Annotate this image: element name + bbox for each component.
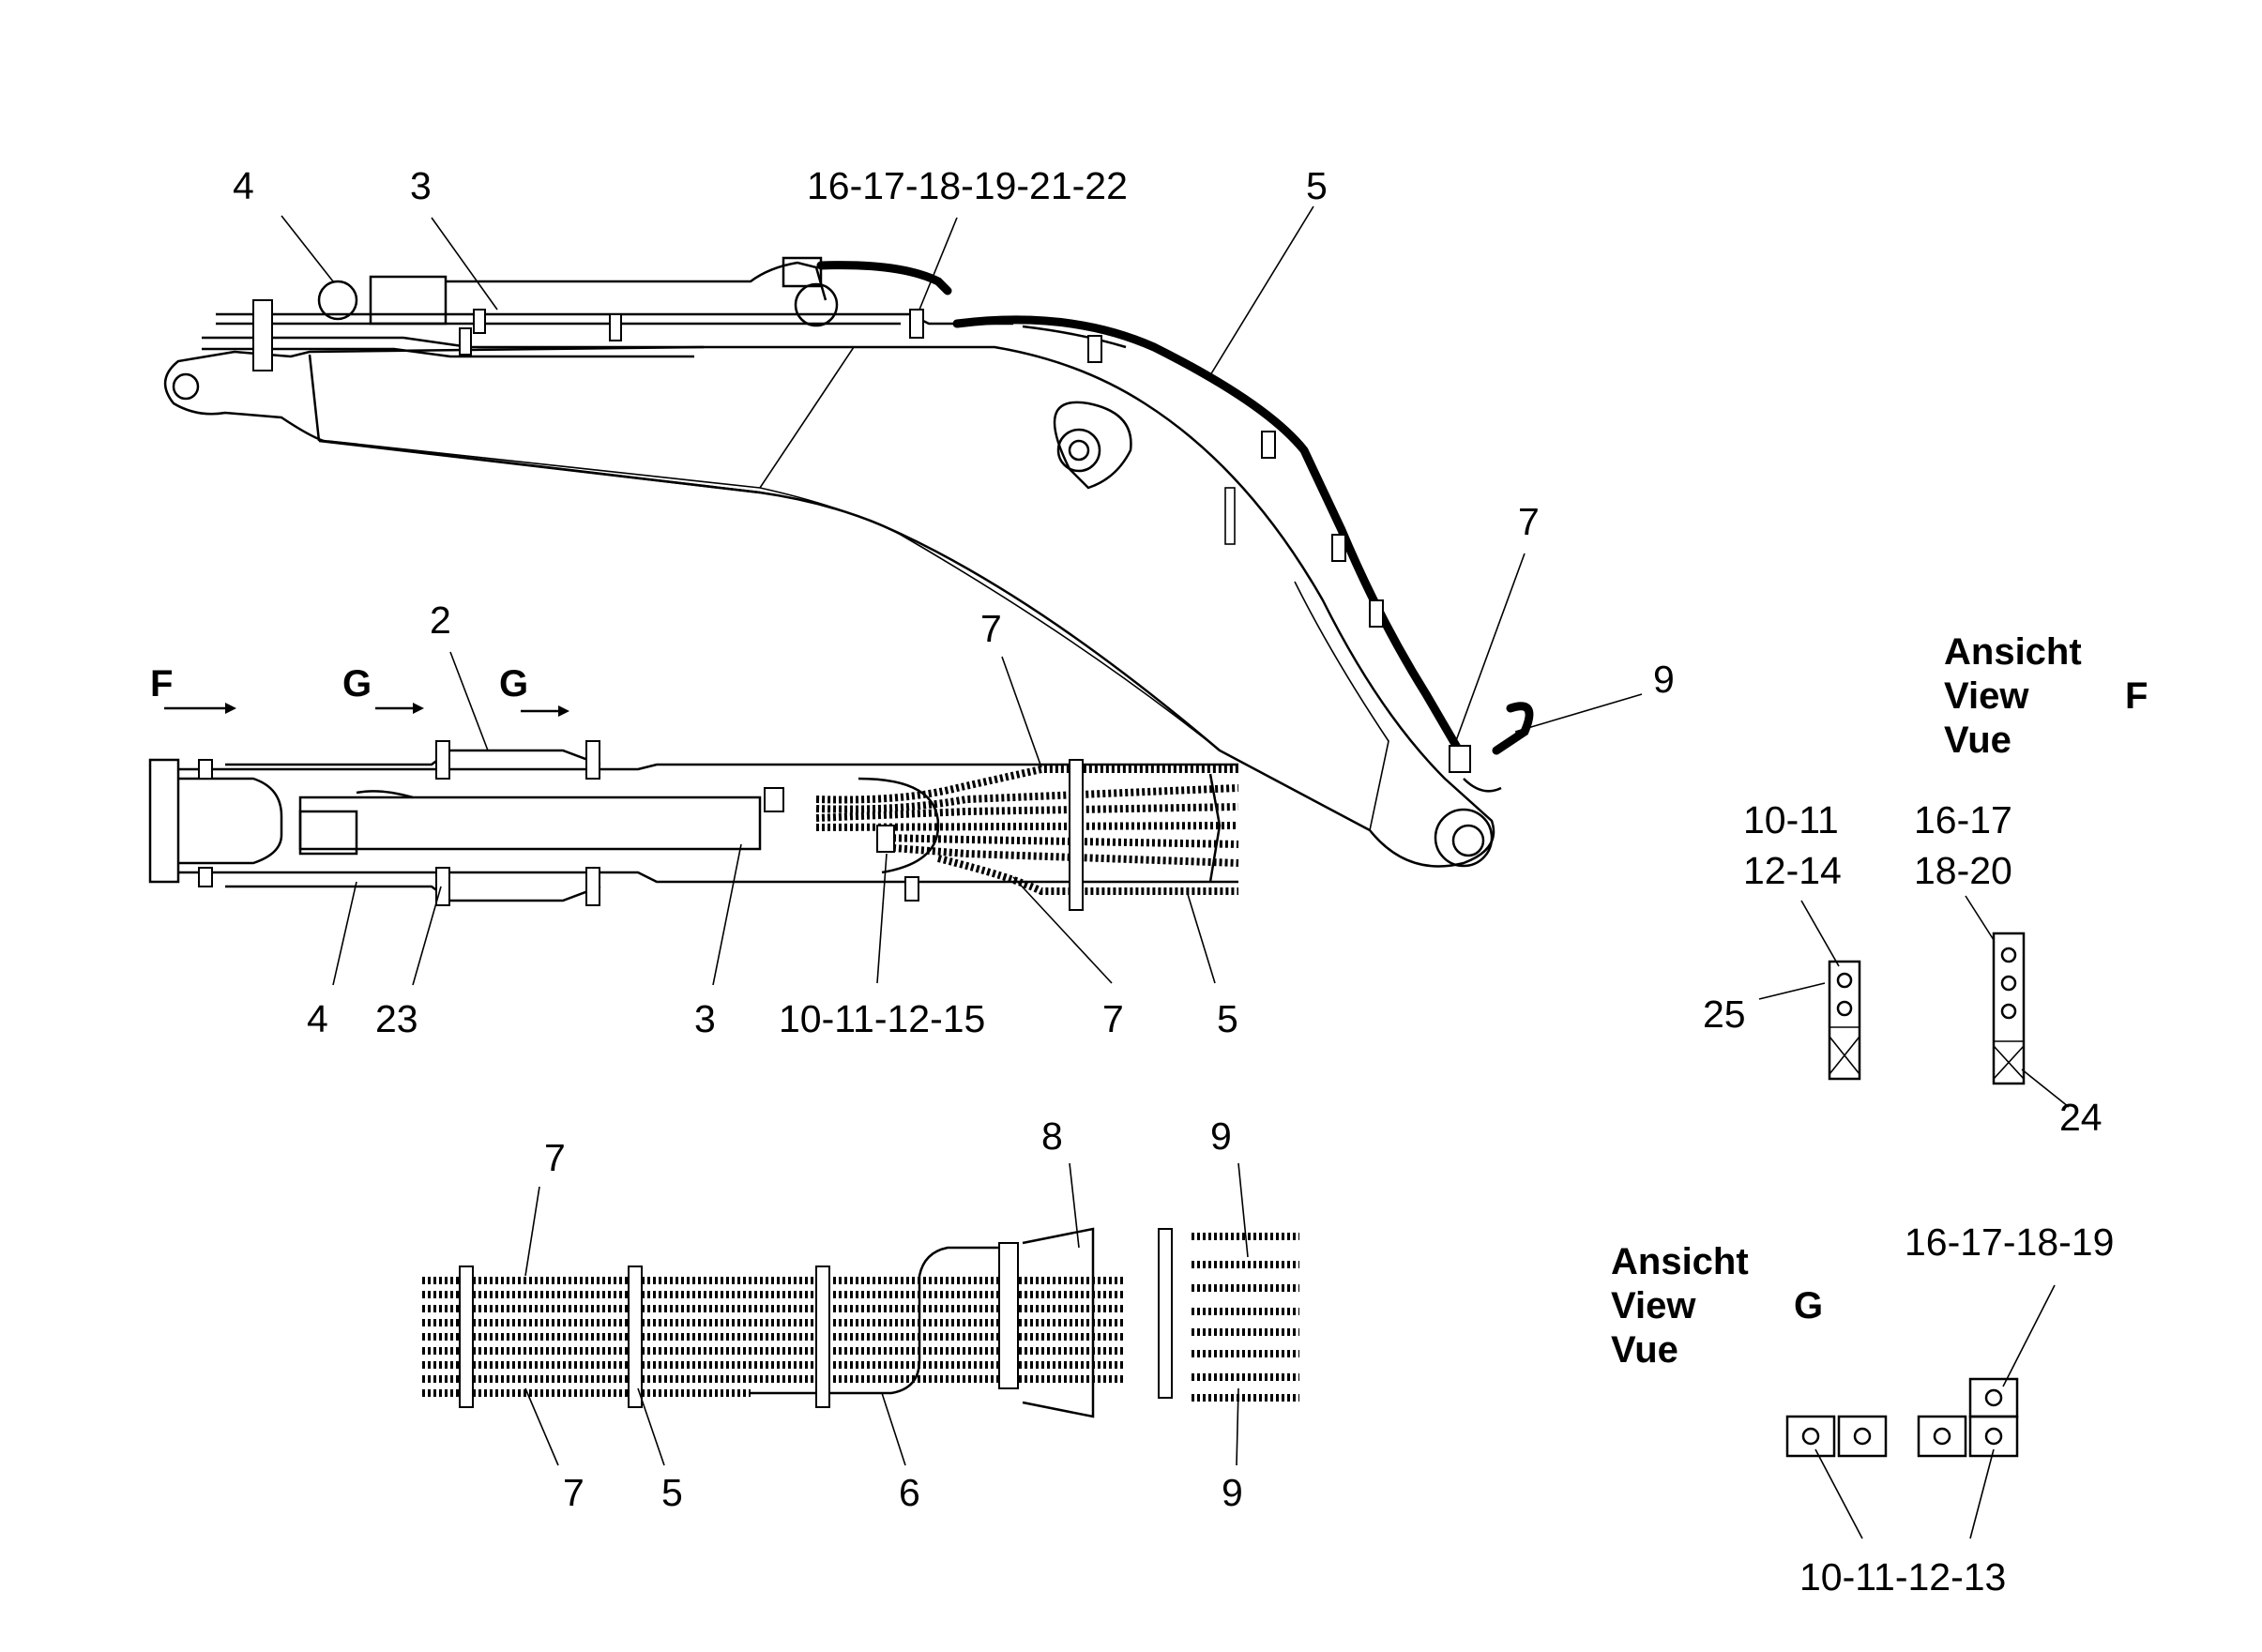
callout-16-19: 16-17-18-19	[1905, 1220, 2114, 1264]
view-g-title: Ansicht View Vue G	[1611, 1241, 1823, 1371]
callout-10-11: 10-11	[1743, 798, 1839, 841]
callout-7-mid-b: 7	[1102, 997, 1124, 1040]
view-f-ansicht: Ansicht	[1944, 631, 2082, 673]
boom-top-view	[148, 703, 1239, 911]
callout-18-20: 18-20	[1914, 849, 2012, 892]
callout-16-17: 16-17	[1914, 798, 2012, 841]
arrow-label-g2: G	[499, 663, 528, 705]
callout-16-22: 16-17-18-19-21-22	[807, 164, 1128, 207]
callout-5-low: 5	[661, 1471, 683, 1514]
callout-5-mid: 5	[1217, 997, 1238, 1040]
callout-3-top: 3	[410, 164, 432, 207]
view-g-letter: G	[1794, 1285, 1823, 1326]
callout-25: 25	[1703, 993, 1746, 1036]
view-arrows: F G G	[150, 663, 528, 705]
callout-24: 24	[2059, 1096, 2103, 1139]
view-g-view: View	[1611, 1285, 1696, 1326]
callout-6: 6	[899, 1471, 920, 1514]
view-g-ansicht: Ansicht	[1611, 1241, 1749, 1282]
callout-9-low: 9	[1210, 1114, 1232, 1158]
callout-7-right: 7	[1518, 500, 1540, 543]
leader-lines	[281, 205, 2070, 1539]
view-f-detail	[1828, 932, 2026, 1085]
boom-side-view	[164, 256, 1534, 868]
callout-9-right: 9	[1653, 658, 1675, 701]
callout-9-low-b: 9	[1222, 1471, 1243, 1514]
arrow-label-g1: G	[342, 663, 372, 705]
callout-23: 23	[375, 997, 418, 1040]
view-g-detail	[1785, 1377, 2019, 1458]
view-f-vue: Vue	[1944, 720, 2012, 761]
arrow-label-f: F	[150, 663, 173, 705]
view-f-view: View	[1944, 675, 2029, 717]
view-f-title: Ansicht View Vue F	[1944, 631, 2148, 761]
callout-10-13: 10-11-12-13	[1799, 1555, 2006, 1599]
callout-2: 2	[430, 599, 451, 642]
callout-3-mid: 3	[694, 997, 716, 1040]
callout-10-15: 10-11-12-15	[779, 997, 985, 1040]
view-g-vue: Vue	[1611, 1329, 1678, 1371]
callout-7-low: 7	[544, 1136, 566, 1179]
callout-8: 8	[1041, 1114, 1063, 1158]
callout-7-low-b: 7	[563, 1471, 584, 1514]
hose-bundle-detail	[422, 1227, 1299, 1418]
callout-4-top: 4	[233, 164, 254, 207]
callout-12-14: 12-14	[1743, 849, 1842, 892]
callout-7-mid: 7	[980, 607, 1002, 650]
callout-5-top: 5	[1306, 164, 1328, 207]
callout-labels: 4 3 16-17-18-19-21-22 5 7 9 2 7 4 23 3 1…	[233, 164, 2114, 1599]
view-f-letter: F	[2125, 675, 2148, 717]
callout-4-mid: 4	[307, 997, 328, 1040]
